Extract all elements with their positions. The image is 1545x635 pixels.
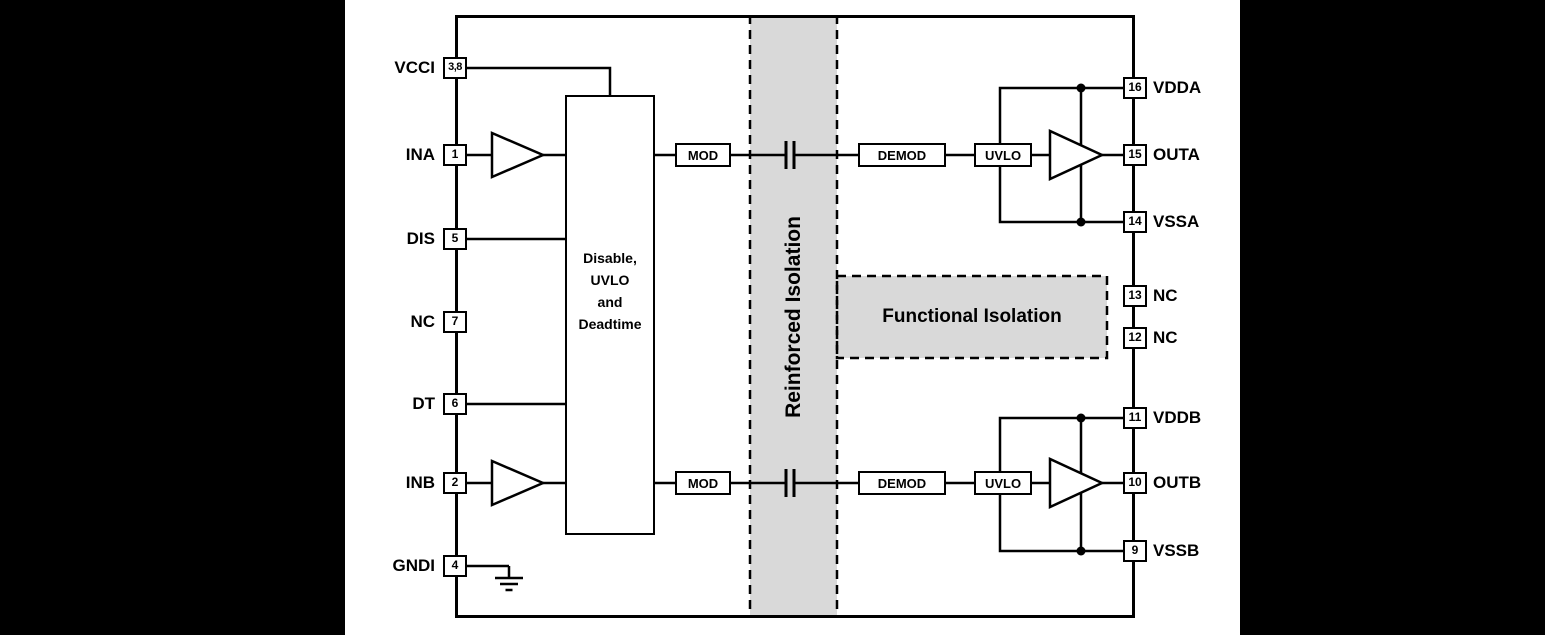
pin-label-nc-13: NC (1153, 286, 1178, 305)
pin-label-inb: INB (405, 473, 435, 492)
pin-number-outa: 15 (1123, 144, 1147, 166)
pin-label-gndi: GNDI (392, 556, 436, 575)
functional-isolation-label: Functional Isolation (882, 306, 1062, 327)
pin-number-vssa: 14 (1123, 211, 1147, 233)
pin-label-nc-left: NC (410, 312, 435, 331)
pin-number-vcci: 3,8 (443, 57, 467, 79)
pin-number-nc-13: 13 (1123, 285, 1147, 307)
ground-icon (495, 576, 523, 592)
pin-number-inb: 2 (443, 472, 467, 494)
pin-number-dis: 5 (443, 228, 467, 250)
pin-label-nc-12: NC (1153, 328, 1178, 347)
pin-label-dt: DT (412, 394, 435, 413)
control-block-line: Deadtime (578, 316, 642, 332)
junction-dot (1076, 413, 1086, 423)
pin-number-ina: 1 (443, 144, 467, 166)
pin-label-dis: DIS (406, 229, 435, 248)
pin-number-vddb: 11 (1123, 407, 1147, 429)
pin-label-vcci: VCCI (394, 58, 435, 77)
demod-a-block: DEMOD (858, 143, 946, 167)
pin-label-outa: OUTA (1153, 145, 1200, 164)
uvlo-b-block: UVLO (974, 471, 1032, 495)
pin-label-vssb: VSSB (1153, 541, 1200, 560)
junction-dot (1076, 83, 1086, 93)
rail-b-wires (998, 416, 1123, 553)
pin-label-vdda: VDDA (1153, 78, 1202, 97)
pin-number-nc-12: 12 (1123, 327, 1147, 349)
functional-isolation-box: Functional Isolation (837, 276, 1107, 358)
control-block-line: UVLO (590, 272, 630, 288)
control-block: Disable, UVLO and Deadtime (565, 95, 655, 535)
pin-label-vssa: VSSA (1153, 212, 1200, 231)
functional-isolation-dashed-border (835, 274, 1109, 360)
pin-number-vssb: 9 (1123, 540, 1147, 562)
junction-dot (1076, 546, 1086, 556)
output-buffer-b-icon (1048, 457, 1105, 509)
control-block-line: Disable, (583, 250, 637, 266)
control-block-label: Disable, UVLO and Deadtime (567, 247, 653, 335)
uvlo-a-block: UVLO (974, 143, 1032, 167)
pin-number-gndi: 4 (443, 555, 467, 577)
rail-a-wires (998, 86, 1123, 224)
pin-label-outb: OUTB (1153, 473, 1202, 492)
input-buffer-a-icon (490, 131, 547, 179)
input-wires (467, 66, 612, 577)
demod-b-block: DEMOD (858, 471, 946, 495)
output-buffer-a-icon (1048, 129, 1105, 181)
pin-number-outb: 10 (1123, 472, 1147, 494)
mod-b-block: MOD (675, 471, 731, 495)
pin-number-vdda: 16 (1123, 77, 1147, 99)
input-buffer-b-icon (490, 459, 547, 507)
mod-a-block: MOD (675, 143, 731, 167)
isolation-capacitor-a-icon (784, 141, 796, 169)
pin-label-vddb: VDDB (1153, 408, 1202, 427)
isolation-capacitor-b-icon (784, 469, 796, 497)
reinforced-isolation-dashed-border (748, 15, 839, 618)
pin-number-nc-left: 7 (443, 311, 467, 333)
control-block-line: and (597, 294, 623, 310)
pin-label-ina: INA (405, 145, 435, 164)
pin-number-dt: 6 (443, 393, 467, 415)
reinforced-isolation-band: Reinforced Isolation (750, 15, 837, 618)
junction-dot (1076, 217, 1086, 227)
